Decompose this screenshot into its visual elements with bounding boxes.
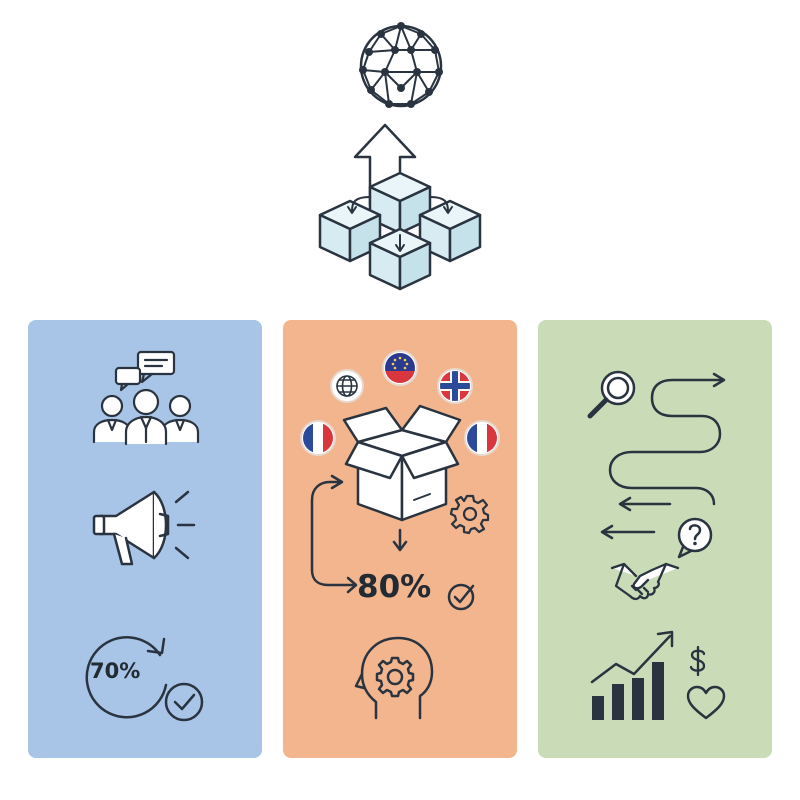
gear-icon: [449, 494, 490, 535]
question-bubble-icon: [677, 517, 713, 559]
check-circle-icon: [164, 682, 204, 722]
stat-70-percent: 70%: [90, 659, 141, 683]
check-circle-icon: [447, 583, 475, 611]
head-gear-icon: [354, 636, 434, 720]
handshake-icon: [610, 562, 680, 601]
modular-cubes-upload-icon: [318, 123, 482, 291]
open-box-icon: [342, 404, 462, 522]
loop-arrow-icon: [310, 474, 408, 594]
flag-icon: [437, 368, 473, 404]
team-chat-icon: [92, 350, 200, 446]
bar-chart-growth-icon: [590, 630, 674, 720]
dollar-icon: [689, 645, 706, 677]
flag-icon: [300, 420, 336, 456]
network-globe-icon: [359, 22, 443, 108]
winding-path-icon: [600, 372, 726, 540]
search-icon: [587, 370, 636, 419]
globe-flag-icon: [330, 369, 364, 403]
cycle-arrow-icon: [85, 636, 168, 719]
eu-flag-icon: [382, 350, 418, 386]
stat-80-percent: 80%: [357, 569, 432, 605]
megaphone-icon: [92, 490, 196, 566]
flag-icon: [464, 420, 500, 456]
heart-icon: [686, 685, 726, 720]
